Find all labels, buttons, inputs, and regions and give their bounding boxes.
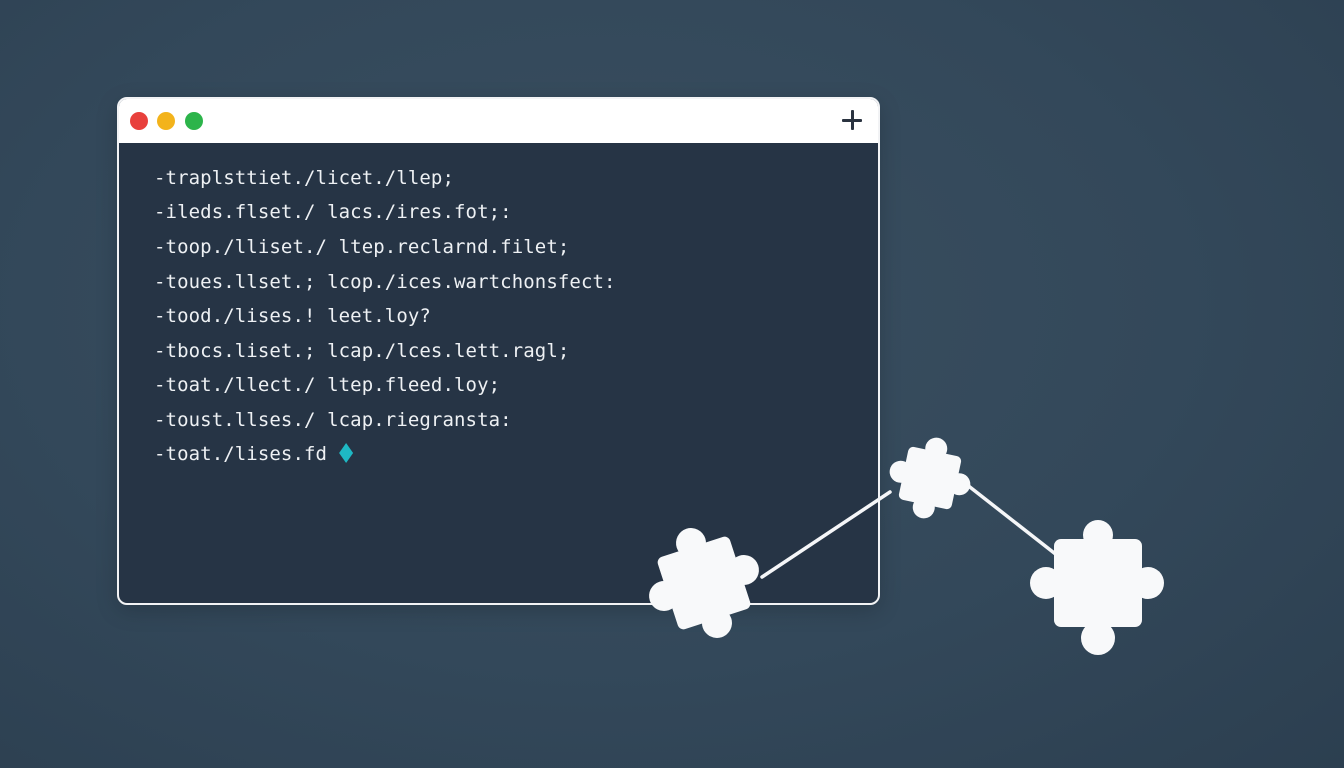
connector-line <box>964 482 1060 558</box>
terminal-line: -tbocs.liset.; lcap./lces.lett.ragl; <box>154 340 570 362</box>
puzzle-piece-icon <box>1030 520 1164 655</box>
maximize-window-button[interactable] <box>185 112 203 130</box>
terminal-line: -tood./lises.! leet.loy? <box>154 305 431 327</box>
close-window-button[interactable] <box>130 112 148 130</box>
puzzle-piece-icon <box>649 528 759 638</box>
terminal-line: -traplsttiet./licet./llep; <box>154 167 455 189</box>
terminal-line: -toat./llect./ ltep.fleed.loy; <box>154 374 501 396</box>
terminal-prompt-line: -toat./lises.fd <box>154 443 354 465</box>
terminal-line: -toust.llses./ lcap.riegransta: <box>154 409 512 431</box>
terminal-line: -toues.llset.; lcop./ices.wartchonsfect: <box>154 271 616 293</box>
terminal-output[interactable]: -traplsttiet./licet./llep; -ileds.flset.… <box>119 143 878 603</box>
terminal-line: -ileds.flset./ lacs./ires.fot;: <box>154 201 512 223</box>
cursor-icon <box>339 443 354 463</box>
window-titlebar <box>119 99 878 143</box>
connector-line <box>760 490 892 579</box>
plus-icon[interactable] <box>840 108 864 132</box>
puzzle-piece-icon <box>889 437 971 519</box>
terminal-line: -toop./lliset./ ltep.reclarnd.filet; <box>154 236 570 258</box>
terminal-command-text: -toat./lises.fd <box>154 443 328 465</box>
terminal-window: -traplsttiet./licet./llep; -ileds.flset.… <box>117 97 880 605</box>
minimize-window-button[interactable] <box>157 112 175 130</box>
